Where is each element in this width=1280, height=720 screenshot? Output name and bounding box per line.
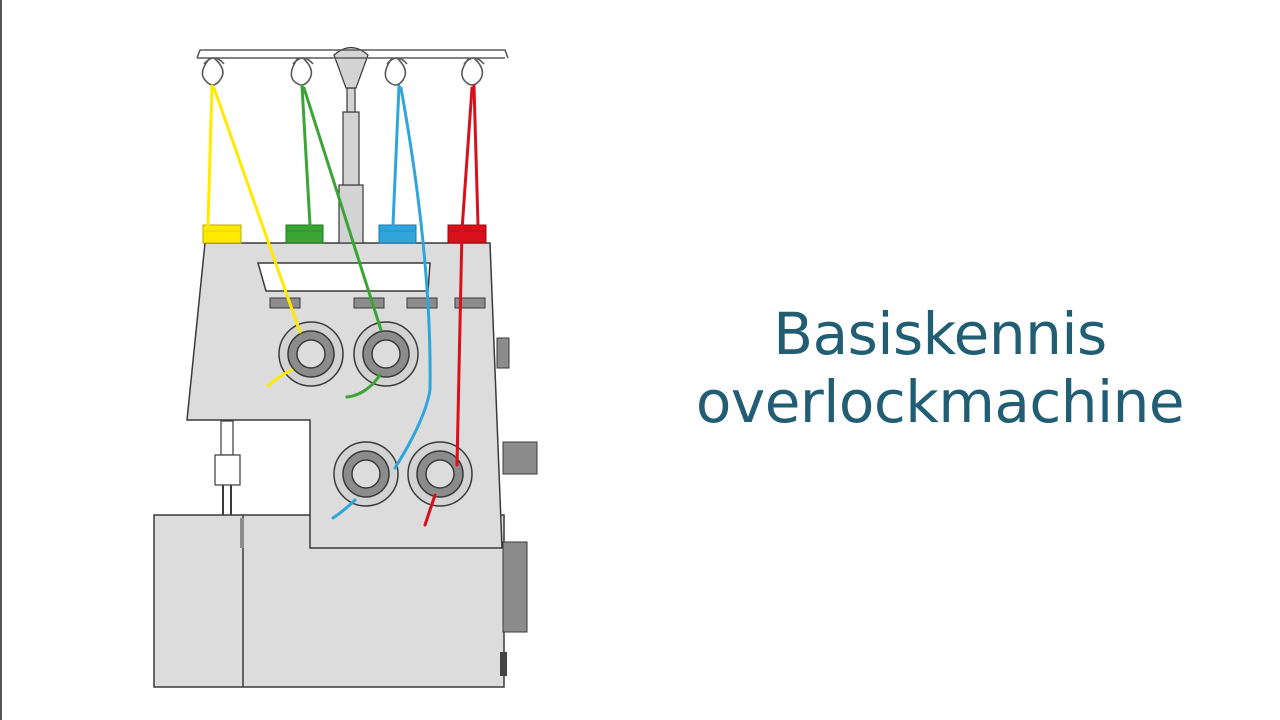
spool-red (447, 224, 487, 244)
guide-slot-3 (406, 297, 438, 309)
thread-blue (331, 84, 432, 520)
side-button-1 (496, 337, 510, 369)
title-line-1: Basiskennis (773, 300, 1107, 368)
thread-stand-rod (342, 111, 360, 186)
tension-dial-4 (407, 441, 473, 507)
thread-yellow (206, 84, 302, 388)
guide-slot-1 (269, 297, 301, 309)
power-switch (500, 652, 507, 676)
slide-title: Basiskennis overlockmachine (640, 300, 1240, 436)
needle-plate-mark (240, 518, 244, 548)
thread-green (300, 84, 383, 399)
thread-stand-tube (346, 87, 356, 113)
spool-blue (378, 224, 417, 244)
needle-clamp (214, 454, 241, 486)
title-line-2: overlockmachine (695, 368, 1185, 436)
tension-dial-1 (278, 321, 344, 387)
guide-slot-2 (353, 297, 385, 309)
overlock-machine-illustration (0, 0, 538, 720)
thread-red (423, 84, 480, 527)
handwheel-top (502, 441, 538, 475)
needle-bar (220, 420, 234, 456)
spool-green (285, 224, 324, 244)
handwheel-bottom (502, 541, 528, 633)
spool-yellow (202, 224, 242, 244)
tension-dial-2 (353, 321, 419, 387)
tension-dial-3 (333, 441, 399, 507)
guide-slot-4 (454, 297, 486, 309)
thread-stand-top (333, 46, 369, 89)
